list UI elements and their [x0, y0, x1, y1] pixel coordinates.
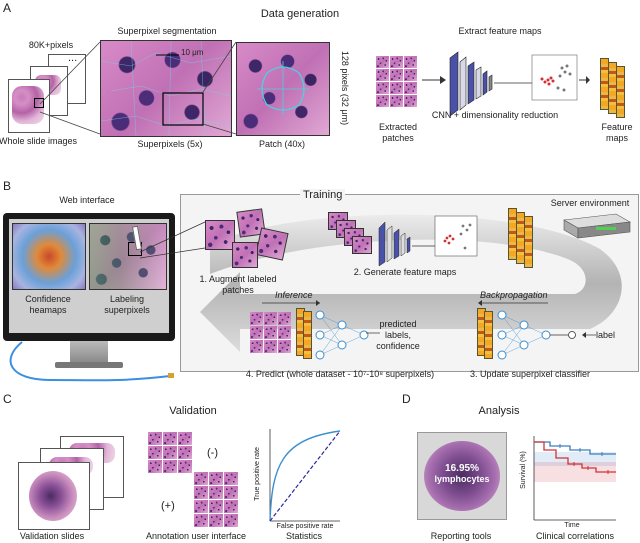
panel-a-title: Data generation: [260, 8, 340, 20]
step1-label-1: 1. Augment labeled: [199, 274, 277, 284]
web-interface-title: Web interface: [59, 195, 115, 205]
panel-letter-b: B: [3, 179, 12, 193]
percent-text: 16.95%: [445, 463, 479, 474]
backprop-arrow: [478, 300, 548, 306]
update-fmap-2: [484, 311, 493, 359]
step2-fmap-3: [524, 216, 533, 268]
predicted-arrow: [366, 332, 380, 334]
extracted-label-2: patches: [382, 133, 414, 143]
inference-network: [315, 310, 369, 360]
lymph-text: lymphocytes: [434, 474, 490, 484]
server-label: Server environment: [550, 198, 630, 208]
step1-label-2: patches: [222, 285, 254, 295]
monitor-base: [55, 362, 123, 368]
step2-cnn: [378, 215, 478, 267]
step2-label: 2. Generate feature maps: [353, 267, 457, 277]
cnn-label: CNN + dimensionality reduction: [431, 110, 559, 120]
aug-patch-3: [255, 227, 289, 261]
panel-d-title: Analysis: [478, 405, 520, 417]
cnn-diagram: [422, 51, 590, 117]
predicted-label-1: predicted: [379, 319, 417, 329]
feature-map-3: [616, 66, 625, 118]
wsi-label: Whole slide images: [0, 136, 78, 146]
inference-arrow: [262, 300, 320, 306]
panel-letter-c: C: [3, 392, 12, 406]
reporting-label: Reporting tools: [430, 531, 492, 541]
feature-label-2: maps: [605, 133, 629, 143]
labeling-label-1: Labeling: [109, 294, 145, 304]
scale-bar-label: 10 μm: [181, 48, 204, 57]
predict-fmap-2: [303, 311, 312, 359]
wsi-slide-front: [8, 79, 50, 133]
aug-patch-1: [205, 220, 235, 250]
stats-label: Statistics: [285, 531, 323, 541]
val-slides-label: Validation slides: [19, 531, 85, 541]
plus-label: (+): [161, 500, 175, 512]
inference-label: Inference: [275, 290, 313, 300]
backprop-label: Backpropagation: [480, 290, 548, 300]
km-chart: [533, 436, 616, 521]
aug-patch-4: [232, 242, 258, 268]
superpixel-seg-title: Superpixel segmentation: [117, 26, 217, 36]
roc-chart: [269, 429, 341, 522]
clinical-label: Clinical correlations: [535, 531, 615, 541]
annot-grid-top: [148, 432, 192, 474]
update-network: [497, 310, 576, 360]
pixels-label: 80K+pixels: [28, 40, 74, 50]
annot-ui-label: Annotation user interface: [145, 531, 247, 541]
reporting-image: 16.95% lymphocytes: [417, 432, 507, 520]
monitor-stand: [70, 341, 108, 363]
ellipsis: ...: [68, 52, 78, 64]
extracted-patches-grid: [376, 56, 418, 108]
zoom-lines: [39, 41, 237, 135]
fpr-label: False positive rate: [276, 523, 334, 530]
monitor: Confidence heamaps Labeling superpixels: [3, 213, 175, 341]
labeling-label-2: superpixels: [104, 305, 150, 315]
predict-patches-grid: [250, 312, 292, 354]
minus-label: (-): [207, 447, 218, 459]
confidence-label-2: heamaps: [29, 305, 67, 315]
predicted-label-3: confidence: [376, 341, 420, 351]
feature-label-1: Feature: [601, 122, 633, 132]
labeling-superpixels-image: [89, 223, 167, 290]
server-icon: [563, 213, 631, 239]
training-title: Training: [300, 189, 346, 202]
superpixel-image: 10 μm: [100, 40, 232, 137]
time-label: Time: [564, 522, 580, 529]
panel-c-title: Validation: [169, 405, 217, 417]
val-slide-front: [18, 462, 90, 530]
cable: [9, 341, 174, 382]
confidence-heatmap-image: [12, 223, 86, 290]
patch-image: [236, 42, 330, 136]
side-label: 128 pixels (32 μm): [339, 50, 350, 126]
extract-title: Extract feature maps: [458, 26, 542, 36]
step4-label: 4. Predict (whole dataset - 10⁷-10⁸ supe…: [245, 369, 435, 379]
extracted-label-1: Extracted: [378, 122, 418, 132]
panel-letter-d: D: [402, 392, 411, 406]
step1-zoom-lines: [140, 221, 206, 259]
panel-letter-a: A: [3, 1, 12, 15]
tpr-label: True positive rate: [254, 447, 262, 501]
patch-label: Patch (40x): [258, 139, 306, 149]
predicted-label-2: labels,: [384, 330, 412, 340]
superpixels-label: Superpixels (5x): [137, 139, 203, 149]
label-arrow: [582, 332, 596, 338]
survival-label: Survival (%): [520, 451, 528, 489]
step2-patches: [328, 212, 372, 258]
label-text: label: [596, 330, 616, 340]
step3-label: 3. Update superpixel classifier: [469, 369, 591, 379]
confidence-label-1: Confidence: [25, 294, 71, 304]
annot-grid-bottom: [194, 472, 238, 528]
